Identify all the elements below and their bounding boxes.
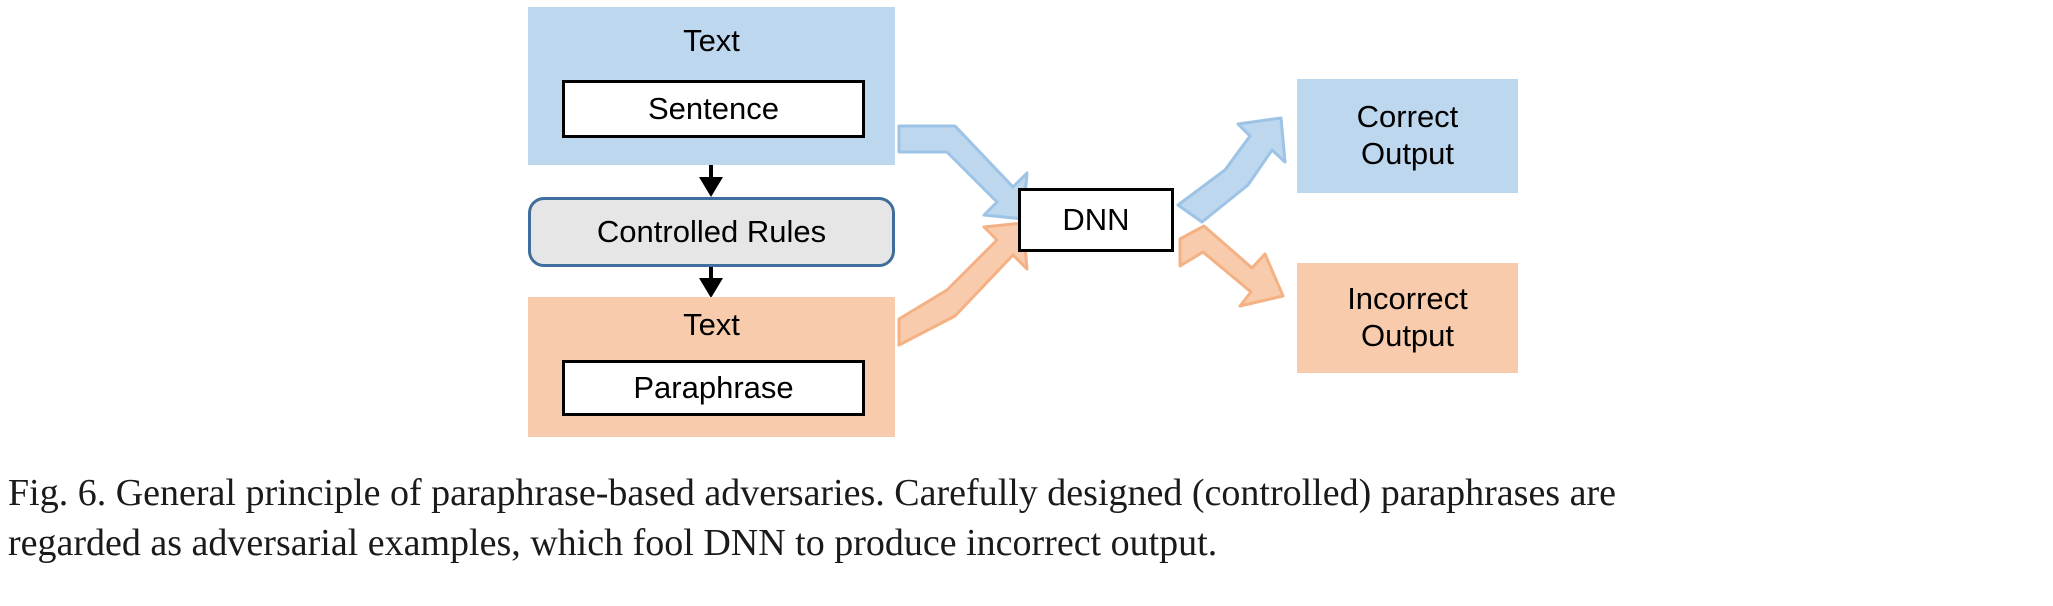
correct-output-line2: Output <box>1360 136 1455 171</box>
incorrect-output-line1: Incorrect <box>1347 281 1468 317</box>
arrow-sentence-to-dnn <box>897 124 1029 221</box>
correct-output-line1: Correct <box>1356 99 1459 135</box>
node-incorrect-output[interactable]: Incorrect Output <box>1297 263 1518 373</box>
arrow-sentence-to-rules <box>699 165 723 197</box>
caption-line-1: Fig. 6. General principle of paraphrase-… <box>8 472 1616 514</box>
diagram-canvas: Text Sentence Controlled Rules Text Para… <box>528 7 1518 437</box>
incorrect-output-line2: Output <box>1360 318 1455 353</box>
paraphrase-label: Paraphrase <box>633 369 794 405</box>
dnn-label: DNN <box>1062 201 1130 237</box>
arrow-dnn-to-incorrect <box>1178 224 1285 308</box>
node-correct-output[interactable]: Correct Output <box>1297 79 1518 193</box>
arrow-dnn-to-correct <box>1176 116 1287 224</box>
source-text-group-label: Text <box>683 23 740 58</box>
node-adversarial-text[interactable]: Text Paraphrase <box>528 297 895 437</box>
arrow-paraphrase-to-dnn <box>897 221 1029 347</box>
node-dnn[interactable]: DNN <box>1018 188 1174 252</box>
node-source-text[interactable]: Text Sentence <box>528 7 895 165</box>
sentence-label: Sentence <box>648 90 779 126</box>
node-paraphrase-box[interactable]: Paraphrase <box>562 360 865 416</box>
arrow-rules-to-paraphrase <box>699 267 723 298</box>
controlled-rules-label: Controlled Rules <box>596 213 827 249</box>
adversarial-text-group-label: Text <box>683 307 740 342</box>
caption-line-2: regarded as adversarial examples, which … <box>8 522 1218 565</box>
figure-caption: Fig. 6. General principle of paraphrase-… <box>8 468 2048 568</box>
node-sentence-box[interactable]: Sentence <box>562 80 865 138</box>
node-controlled-rules[interactable]: Controlled Rules <box>528 197 895 267</box>
